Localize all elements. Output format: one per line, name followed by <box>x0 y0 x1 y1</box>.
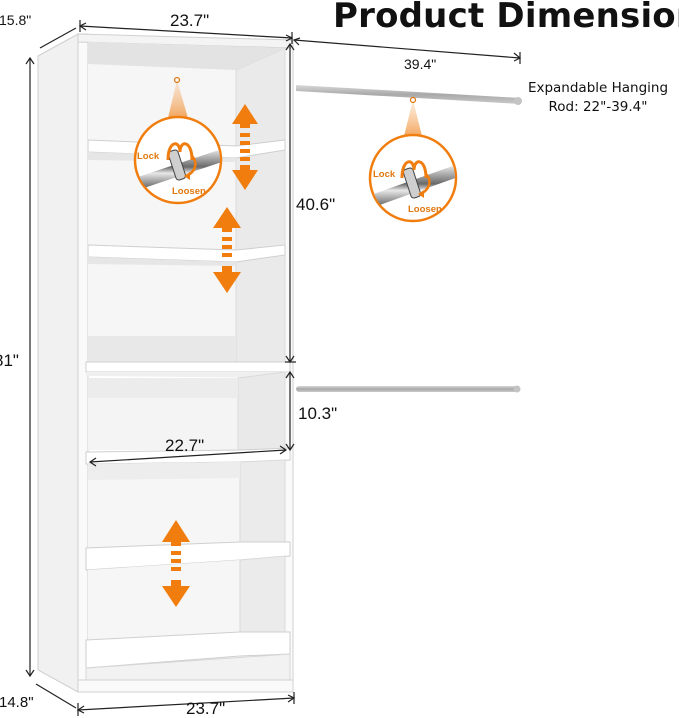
total-height-dimension: 81" <box>0 351 19 370</box>
lower-shelf-1 <box>85 541 291 571</box>
upper-shelf-2 <box>87 244 286 266</box>
adjust-arrow-icon <box>232 104 258 190</box>
inner-width-dimension: 22.7" <box>165 436 205 455</box>
lock-zoom-callout <box>368 96 458 223</box>
adjust-arrow-icon <box>213 207 241 293</box>
bottom-width-dimension: 23.7" <box>186 699 226 718</box>
upper-height-dimension: 40.6" <box>296 195 336 214</box>
dimension-lines <box>25 20 522 716</box>
lock-label: Lock <box>137 151 160 162</box>
shelf-gap-dimension: 10.3" <box>298 404 338 423</box>
top-depth-dimension: 15.8" <box>0 12 32 28</box>
top-width-dimension: 23.7" <box>170 11 210 30</box>
lock-label: Lock <box>373 169 396 180</box>
rod-label: Expandable Hanging Rod: 22"-39.4" <box>527 80 669 115</box>
rod-span-dimension: 39.4" <box>404 56 437 72</box>
lock-zoom-callout <box>133 76 223 205</box>
loosen-label: Loosen <box>172 186 206 197</box>
loosen-label: Loosen <box>408 204 442 215</box>
hanging-rod-upper <box>296 85 522 105</box>
page-title: Product Dimension <box>333 0 679 36</box>
hanging-rod-lower <box>296 385 521 393</box>
adjust-arrow-icon <box>162 520 190 607</box>
upper-shelf-3 <box>88 336 236 362</box>
bottom-depth-dimension: 14.8" <box>0 694 34 711</box>
